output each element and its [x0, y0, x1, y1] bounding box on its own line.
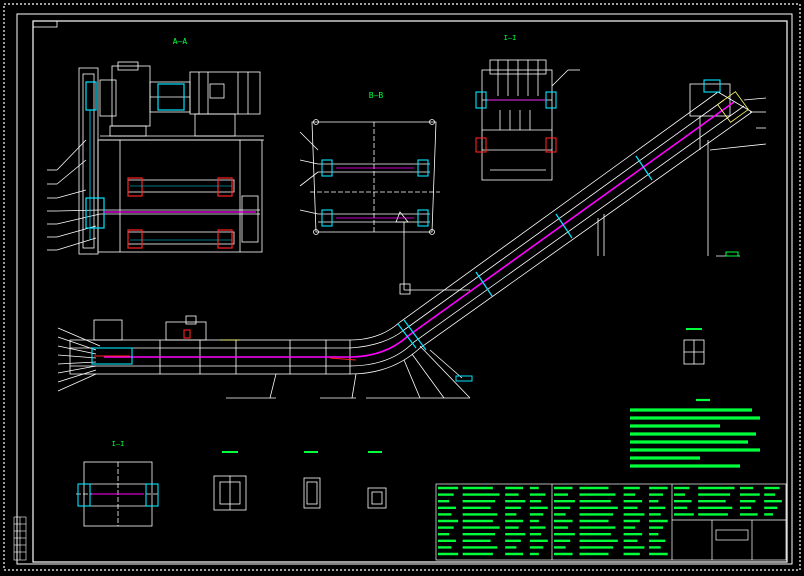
conveyor-horizontal-color-details — [91, 329, 352, 365]
view-dd-title: I—I — [112, 440, 125, 448]
detail-parts-row — [213, 475, 387, 511]
view-bb-title: B—B — [369, 91, 384, 100]
view-aa-title: A—A — [173, 37, 188, 46]
view-head-detail — [481, 59, 580, 181]
binding-strip — [13, 516, 27, 561]
view-cc-title: I—I — [504, 34, 517, 42]
view-head-color-details — [475, 91, 557, 153]
view-dd-color-details — [77, 483, 159, 507]
view-aa-drive-assembly — [47, 61, 264, 255]
conveyor-incline-color-details — [329, 79, 749, 382]
view-aa-color-details — [85, 81, 256, 249]
drawing-border — [3, 3, 801, 571]
conveyor-bend-incline — [320, 83, 767, 399]
view-bb-color-details — [321, 159, 429, 227]
technical-notes — [630, 398, 760, 468]
parts-list-rows — [438, 486, 782, 556]
title-block — [435, 483, 787, 561]
view-bb-section — [299, 119, 470, 295]
detail-square-right — [683, 339, 705, 365]
